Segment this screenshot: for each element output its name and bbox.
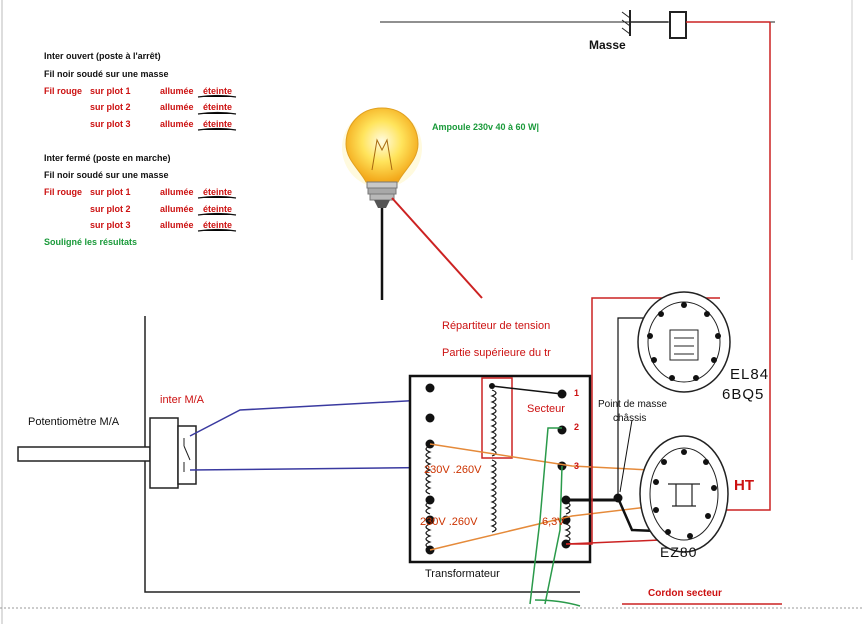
open-row-2-plot: sur plot 2 bbox=[90, 102, 131, 112]
label-el84: EL84 bbox=[730, 366, 770, 383]
open-row-3-result: éteinte bbox=[203, 119, 233, 129]
label-230v-a: 230V .260V bbox=[424, 464, 482, 476]
label-ampoule: Ampoule 230v 40 à 60 W| bbox=[432, 122, 540, 132]
label-plot-3: 3 bbox=[574, 461, 580, 471]
transformer-coils bbox=[425, 389, 571, 549]
closed-row-3-plot: sur plot 3 bbox=[90, 220, 131, 230]
label-plot-1: 1 bbox=[574, 388, 580, 398]
green-wire-1 bbox=[529, 427, 562, 605]
lamp-red-wire bbox=[391, 197, 483, 299]
label-inter: inter M/A bbox=[160, 394, 205, 406]
note-closed-title: Inter fermé (poste en marche) bbox=[44, 153, 171, 163]
label-ht: HT bbox=[734, 477, 754, 494]
ez80-socket bbox=[639, 435, 729, 553]
label-cordon-secteur: Cordon secteur bbox=[648, 588, 722, 599]
lightbulb-icon bbox=[342, 107, 422, 208]
open-row-2-state: allumée bbox=[160, 102, 194, 112]
label-230v-b: 230V .260V bbox=[420, 516, 478, 528]
green-wire-3 bbox=[534, 599, 581, 607]
closed-row-1-plot: sur plot 1 bbox=[90, 187, 131, 197]
label-plot-2: 2 bbox=[574, 422, 580, 432]
label-masse: Masse bbox=[589, 38, 626, 52]
potentiometer bbox=[17, 417, 197, 489]
closed-row-2-state: allumée bbox=[160, 204, 194, 214]
red-wire-ez80 bbox=[565, 539, 661, 545]
closed-row-3-result: éteinte bbox=[203, 220, 233, 230]
note-open-title: Inter ouvert (poste à l'arrêt) bbox=[44, 51, 161, 61]
green-wire-2 bbox=[544, 465, 563, 605]
label-6v3: 6,3V bbox=[542, 516, 565, 528]
label-6bq5: 6BQ5 bbox=[722, 386, 765, 403]
chassis-outline bbox=[144, 316, 580, 593]
open-row-1-state: allumée bbox=[160, 86, 194, 96]
closed-row-1-state: allumée bbox=[160, 187, 194, 197]
note-open-black: Fil noir soudé sur une masse bbox=[44, 69, 169, 79]
note-closed-red-prefix: Fil rouge bbox=[44, 187, 82, 197]
note-open-red-prefix: Fil rouge bbox=[44, 86, 82, 96]
point-masse-arrow bbox=[619, 419, 633, 493]
el84-socket bbox=[637, 291, 731, 393]
selector-link bbox=[491, 385, 563, 395]
open-row-1-result: éteinte bbox=[203, 86, 233, 96]
label-chassis: châssis bbox=[613, 413, 647, 424]
note-closed-black: Fil noir soudé sur une masse bbox=[44, 170, 169, 180]
label-point-masse: Point de masse bbox=[598, 399, 667, 410]
voltage-selector-box bbox=[481, 377, 513, 459]
ground-symbol-icon bbox=[621, 10, 668, 36]
label-transformateur: Transformateur bbox=[425, 568, 500, 580]
closed-row-2-plot: sur plot 2 bbox=[90, 204, 131, 214]
label-secteur: Secteur bbox=[527, 403, 565, 415]
open-row-1-plot: sur plot 1 bbox=[90, 86, 131, 96]
closed-row-2-result: éteinte bbox=[203, 204, 233, 214]
open-row-3-state: allumée bbox=[160, 119, 194, 129]
red-wire-ht bbox=[720, 22, 771, 511]
open-row-2-result: éteinte bbox=[203, 102, 233, 112]
open-row-3-plot: sur plot 3 bbox=[90, 119, 131, 129]
note-underline-instruction: Souligné les résultats bbox=[44, 237, 138, 247]
label-potentiometre: Potentiomètre M/A bbox=[28, 416, 120, 428]
closed-row-3-state: allumée bbox=[160, 220, 194, 230]
capacitor-icon bbox=[669, 11, 770, 39]
closed-row-1-result: éteinte bbox=[203, 187, 233, 197]
result-underlines bbox=[197, 94, 237, 232]
label-partie-superieure: Partie supérieure du tr bbox=[442, 347, 551, 359]
label-ez80: EZ80 bbox=[660, 544, 698, 560]
label-repartiteur: Répartiteur de tension bbox=[442, 320, 551, 332]
